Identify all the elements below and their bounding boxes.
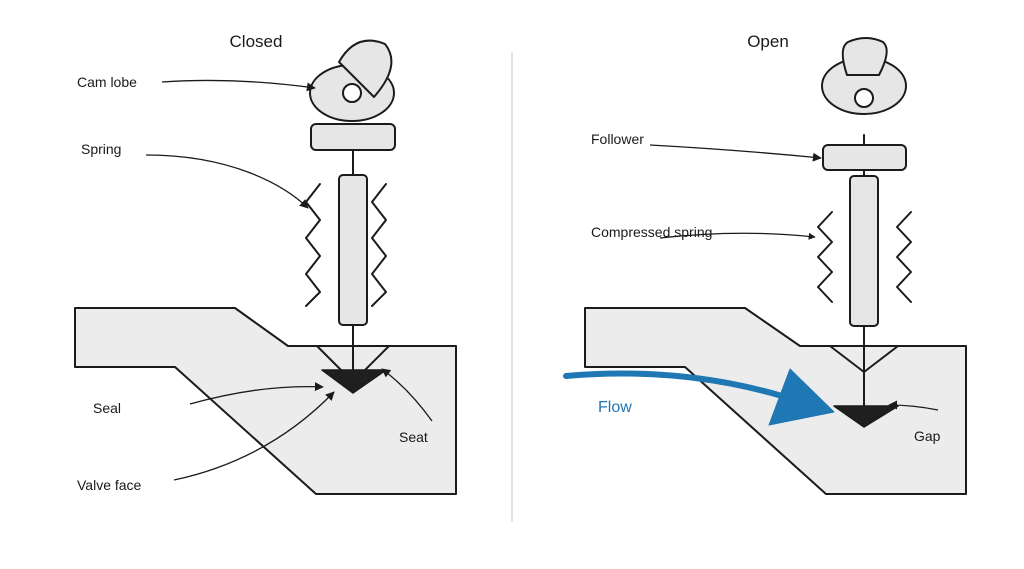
label-gap: Gap bbox=[914, 428, 941, 444]
closed-stem-guide bbox=[338, 174, 368, 326]
arrow-seat bbox=[381, 368, 433, 422]
flow-arrow-head bbox=[768, 368, 835, 426]
open-cam-lobe bbox=[841, 37, 888, 76]
closed-panel: Closed Cam lobe Spring Seal Valve face S… bbox=[74, 32, 457, 495]
open-seat-line-right bbox=[863, 345, 899, 373]
open-seat-line-left bbox=[829, 345, 865, 373]
arrow-cam-lobe bbox=[161, 79, 316, 92]
arrow-follower bbox=[649, 144, 822, 162]
open-port-body bbox=[584, 307, 967, 495]
closed-cam-shaft bbox=[342, 83, 362, 103]
closed-follower bbox=[310, 123, 396, 151]
label-compressed-spring: Compressed spring bbox=[591, 224, 712, 240]
open-cam bbox=[821, 37, 907, 115]
arrow-valve-face bbox=[173, 391, 335, 481]
open-valve-head bbox=[833, 405, 899, 428]
arrow-gap bbox=[888, 400, 939, 411]
open-spring-right bbox=[896, 211, 912, 303]
arrow-seal bbox=[189, 382, 324, 405]
closed-title: Closed bbox=[230, 32, 283, 51]
flow-arrow-shaft bbox=[563, 370, 785, 399]
closed-cam-lobe bbox=[338, 39, 393, 98]
label-seat: Seat bbox=[399, 429, 428, 445]
arrow-compressed-spring bbox=[659, 232, 816, 240]
closed-spring-left bbox=[305, 183, 321, 307]
open-spring-left bbox=[817, 211, 833, 303]
label-spring: Spring bbox=[81, 141, 121, 157]
label-follower: Follower bbox=[591, 131, 644, 147]
label-cam-lobe: Cam lobe bbox=[77, 74, 137, 90]
closed-cam bbox=[309, 39, 395, 122]
closed-port-body bbox=[74, 307, 457, 495]
open-title: Open bbox=[747, 32, 789, 51]
open-stem-guide bbox=[849, 175, 879, 327]
label-flow: Flow bbox=[598, 399, 632, 416]
open-follower bbox=[822, 144, 907, 171]
open-panel: Open Follower Compressed spring Flow Gap bbox=[563, 32, 967, 495]
arrow-spring bbox=[145, 154, 309, 209]
label-seal: Seal bbox=[93, 400, 121, 416]
closed-spring-right bbox=[371, 183, 387, 307]
label-valve-face: Valve face bbox=[77, 477, 142, 493]
open-cam-shaft bbox=[854, 88, 874, 108]
closed-valve-head bbox=[321, 369, 387, 394]
